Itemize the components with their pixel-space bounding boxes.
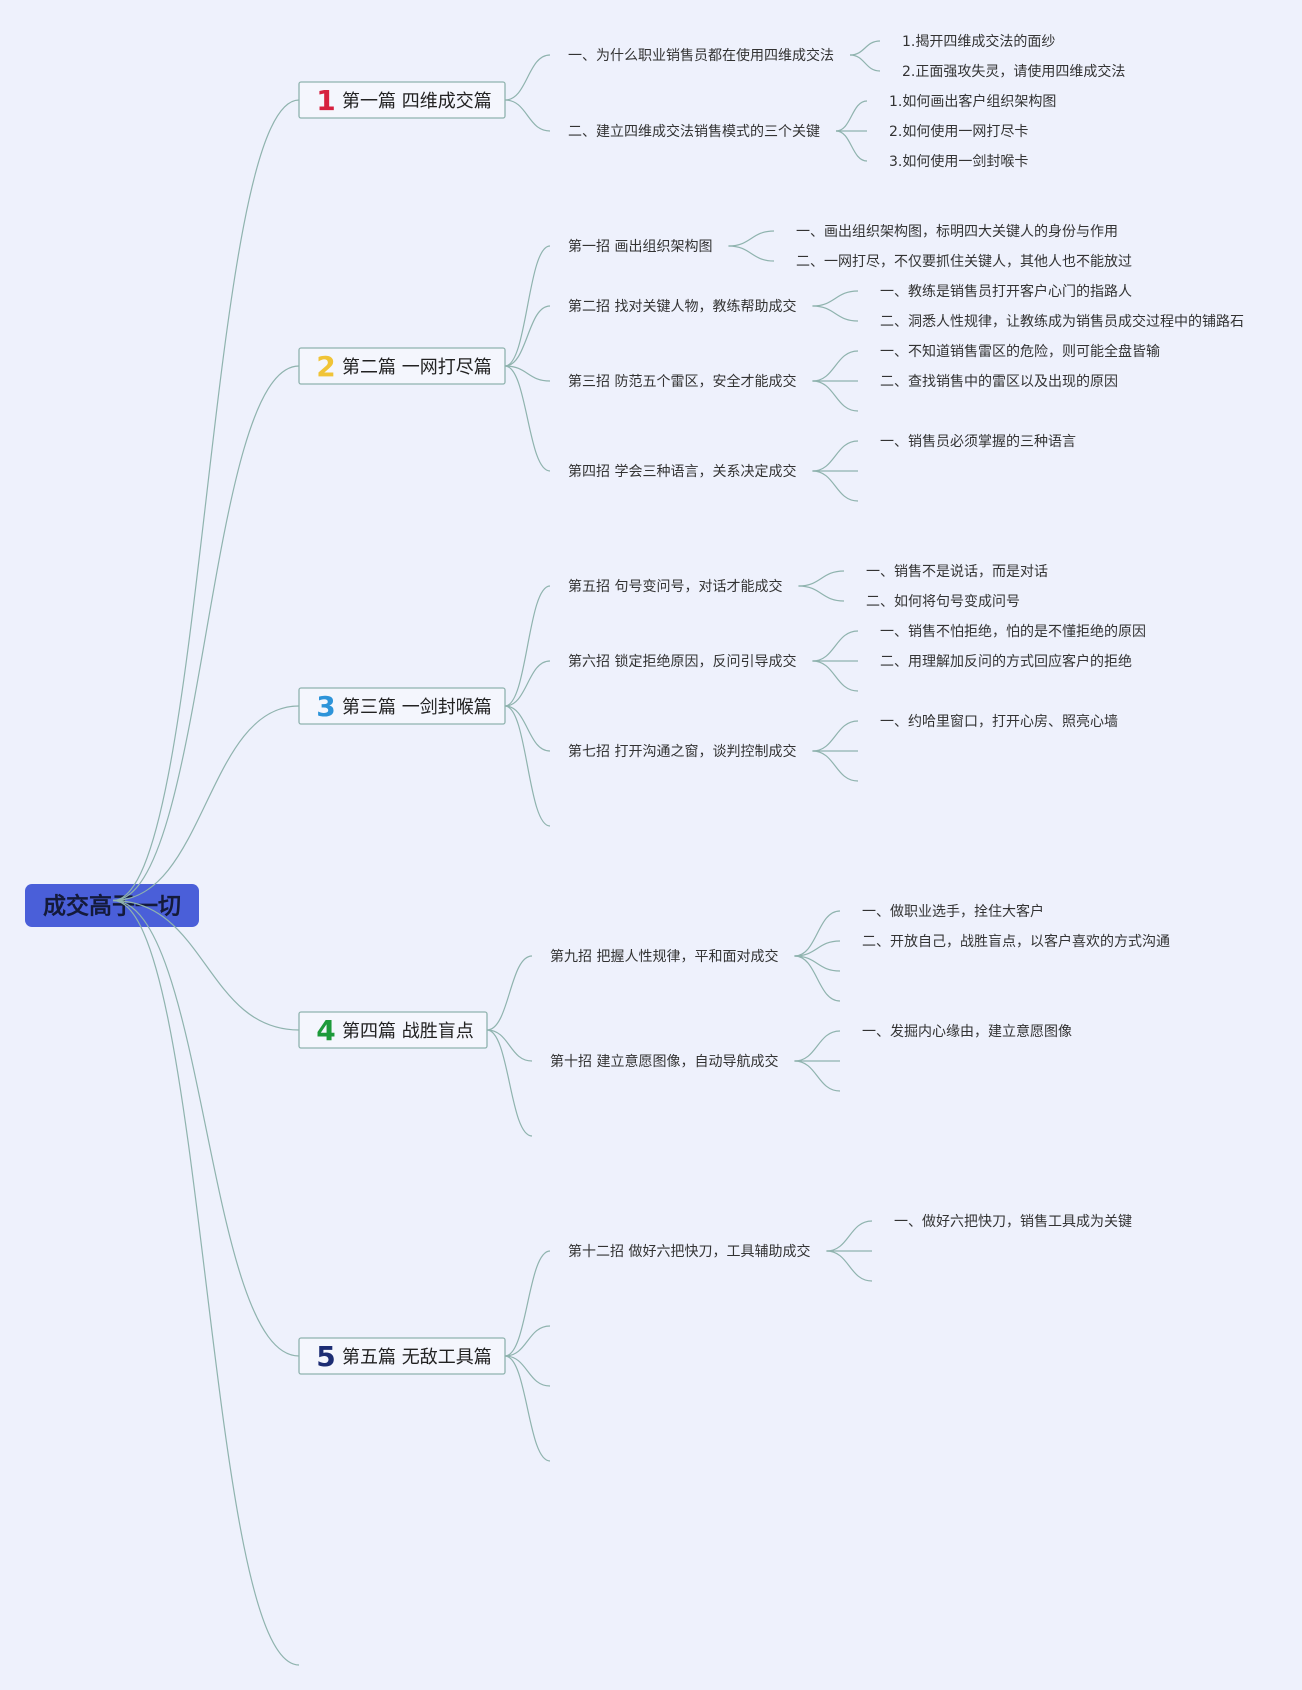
section-number-5: 5 bbox=[316, 1340, 335, 1373]
topic-2-4-branch-1 bbox=[812, 440, 859, 472]
topic-1-1-branch-2 bbox=[849, 54, 881, 72]
topic-5-1-branch-3 bbox=[826, 1250, 873, 1282]
root-branch-4 bbox=[112, 899, 300, 1031]
topic-3-3-branch-3 bbox=[812, 750, 859, 782]
subtopic-3-3-1: 一、约哈里窗口，打开心房、照亮心墙 bbox=[880, 713, 1118, 730]
topic-2-4-branch-3 bbox=[812, 470, 859, 502]
topic-3-1-branch-2 bbox=[798, 585, 845, 602]
section-label-4: 第四篇 战胜盲点 bbox=[342, 1021, 474, 1042]
subtopic-4-2-1: 一、发掘内心缘由，建立意愿图像 bbox=[862, 1023, 1072, 1040]
topic-3-2-branch-3 bbox=[812, 660, 859, 692]
section-5-branch-4 bbox=[504, 1355, 551, 1462]
topic-4-2: 第十招 建立意愿图像，自动导航成交 bbox=[550, 1053, 778, 1070]
subtopic-2-1-2: 二、一网打尽，不仅要抓住关键人，其他人也不能放过 bbox=[796, 253, 1132, 270]
section-1-branch-2 bbox=[504, 99, 551, 132]
root-branch-2 bbox=[112, 365, 300, 902]
subtopic-3-1-2: 二、如何将句号变成问号 bbox=[866, 594, 1020, 610]
topic-4-2-branch-1 bbox=[794, 1030, 841, 1062]
subtopic-2-2-1: 一、教练是销售员打开客户心门的指路人 bbox=[880, 283, 1132, 300]
subtopic-1-1-2: 2.正面强攻失灵，请使用四维成交法 bbox=[902, 63, 1125, 80]
subtopic-2-1-1: 一、画出组织架构图，标明四大关键人的身份与作用 bbox=[796, 224, 1118, 240]
subtopic-3-2-1: 一、销售不怕拒绝，怕的是不懂拒绝的原因 bbox=[880, 624, 1146, 640]
section-number-1: 1 bbox=[316, 84, 335, 117]
subtopic-2-3-2: 二、查找销售中的雷区以及出现的原因 bbox=[880, 374, 1118, 390]
section-5-branch-2 bbox=[504, 1325, 551, 1357]
topic-2-1-branch-2 bbox=[728, 245, 775, 262]
subtopic-4-1-2: 二、开放自己，战胜盲点，以客户喜欢的方式沟通 bbox=[862, 933, 1170, 950]
root-label: 成交高于一切 bbox=[43, 893, 181, 920]
section-4-branch-1 bbox=[486, 955, 533, 1031]
topic-1-2: 二、建立四维成交法销售模式的三个关键 bbox=[568, 123, 820, 140]
topic-2-3-branch-1 bbox=[812, 350, 859, 382]
subtopic-2-3-1: 一、不知道销售雷区的危险，则可能全盘皆输 bbox=[880, 343, 1160, 360]
section-1-branch-1 bbox=[504, 54, 551, 101]
topic-2-1: 第一招 画出组织架构图 bbox=[568, 238, 712, 255]
topic-3-3: 第七招 打开沟通之窗，谈判控制成交 bbox=[568, 743, 796, 760]
root-branch-3 bbox=[112, 705, 300, 902]
topic-5-1-branch-1 bbox=[826, 1220, 873, 1252]
topic-2-2-branch-1 bbox=[812, 290, 859, 307]
subtopic-2-2-2: 二、洞悉人性规律，让教练成为销售员成交过程中的铺路石 bbox=[880, 313, 1244, 330]
topic-2-2: 第二招 找对关键人物，教练帮助成交 bbox=[568, 298, 796, 315]
section-3-branch-3 bbox=[504, 705, 551, 752]
section-2-branch-2 bbox=[504, 305, 551, 367]
subtopic-2-4-1: 一、销售员必须掌握的三种语言 bbox=[880, 434, 1076, 450]
topic-4-1-branch-1 bbox=[794, 910, 841, 957]
root-branch-6 bbox=[112, 899, 300, 1666]
topic-5-1: 第十二招 做好六把快刀，工具辅助成交 bbox=[568, 1243, 810, 1260]
topic-1-2-branch-1 bbox=[835, 100, 868, 132]
subtopic-3-2-2: 二、用理解加反问的方式回应客户的拒绝 bbox=[880, 653, 1132, 670]
section-5-branch-3 bbox=[504, 1355, 551, 1387]
topic-2-3-branch-3 bbox=[812, 380, 859, 412]
topic-3-3-branch-1 bbox=[812, 720, 859, 752]
section-5-branch-1 bbox=[504, 1250, 551, 1357]
topic-1-1-branch-1 bbox=[849, 40, 881, 56]
subtopic-5-1-1: 一、做好六把快刀，销售工具成为关键 bbox=[894, 1214, 1132, 1230]
topic-2-1-branch-1 bbox=[728, 230, 775, 247]
subtopic-4-1-1: 一、做职业选手，拴住大客户 bbox=[862, 903, 1044, 920]
topic-4-1-branch-2 bbox=[794, 940, 841, 957]
subtopic-3-1-1: 一、销售不是说话，而是对话 bbox=[866, 564, 1048, 580]
topic-3-2: 第六招 锁定拒绝原因，反问引导成交 bbox=[568, 653, 796, 670]
subtopic-1-2-1: 1.如何画出客户组织架构图 bbox=[889, 93, 1056, 110]
subtopic-1-1-1: 1.揭开四维成交法的面纱 bbox=[902, 33, 1055, 50]
topic-3-1-branch-1 bbox=[798, 570, 845, 587]
subtopic-1-2-3: 3.如何使用一剑封喉卡 bbox=[889, 153, 1028, 170]
topic-1-2-branch-3 bbox=[835, 130, 868, 162]
section-number-2: 2 bbox=[316, 350, 335, 383]
section-2-branch-3 bbox=[504, 365, 551, 382]
section-label-5: 第五篇 无敌工具篇 bbox=[342, 1347, 492, 1368]
section-3-branch-1 bbox=[504, 585, 551, 707]
topic-1-1: 一、为什么职业销售员都在使用四维成交法 bbox=[568, 47, 834, 64]
root-node[interactable] bbox=[25, 884, 199, 927]
subtopic-1-2-2: 2.如何使用一网打尽卡 bbox=[889, 123, 1028, 140]
topic-4-1-branch-4 bbox=[794, 955, 841, 1002]
topic-2-2-branch-2 bbox=[812, 305, 859, 322]
topic-3-2-branch-1 bbox=[812, 630, 859, 662]
topic-2-3: 第三招 防范五个雷区，安全才能成交 bbox=[568, 373, 796, 390]
section-4-branch-2 bbox=[486, 1029, 533, 1062]
section-3-branch-2 bbox=[504, 660, 551, 707]
section-number-3: 3 bbox=[316, 690, 335, 723]
topic-4-1: 第九招 把握人性规律，平和面对成交 bbox=[550, 948, 778, 965]
section-number-4: 4 bbox=[316, 1014, 335, 1047]
section-label-3: 第三篇 一剑封喉篇 bbox=[342, 697, 492, 718]
root-branch-5 bbox=[112, 899, 300, 1357]
section-4-branch-3 bbox=[486, 1029, 533, 1137]
topic-3-1: 第五招 句号变问号，对话才能成交 bbox=[568, 578, 782, 595]
section-2-branch-4 bbox=[504, 365, 551, 472]
section-label-1: 第一篇 四维成交篇 bbox=[342, 91, 492, 112]
section-3-branch-4 bbox=[504, 705, 551, 827]
section-label-2: 第二篇 一网打尽篇 bbox=[342, 357, 492, 378]
topic-2-4: 第四招 学会三种语言，关系决定成交 bbox=[568, 463, 796, 480]
topic-4-2-branch-3 bbox=[794, 1060, 841, 1092]
root-branch-1 bbox=[112, 99, 300, 902]
section-2-branch-1 bbox=[504, 245, 551, 367]
